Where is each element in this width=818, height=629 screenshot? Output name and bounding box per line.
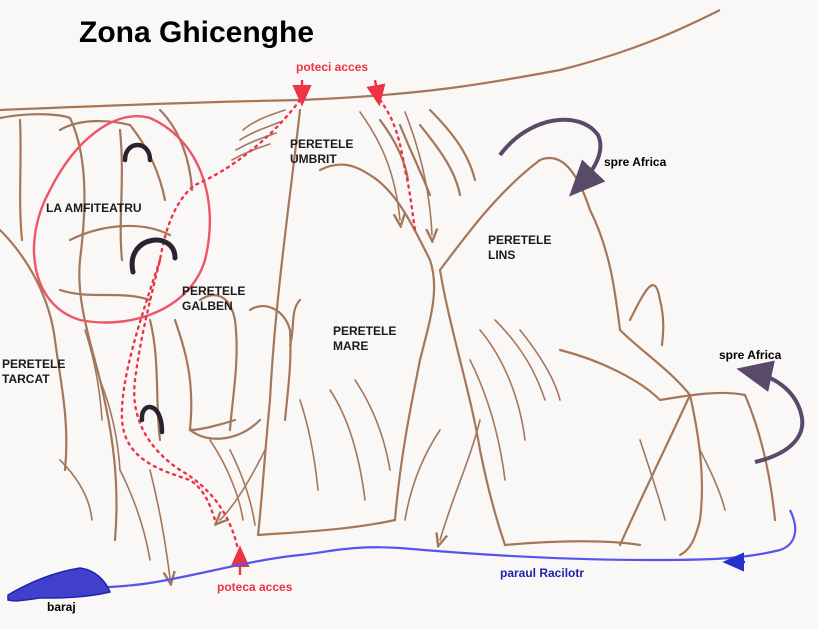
label-peretele-galben: PERETELE GALBEN bbox=[182, 284, 246, 313]
amfiteatru-highlight bbox=[32, 115, 212, 324]
label-paraul: paraul Racilotr bbox=[500, 566, 585, 580]
stream-line bbox=[19, 509, 797, 594]
label-peretele-lins: PERETELE LINS bbox=[488, 233, 552, 262]
climbing-anchor-icon bbox=[139, 404, 165, 435]
label-poteci-acces: poteci acces bbox=[296, 60, 369, 74]
access-trails bbox=[120, 98, 417, 552]
label-peretele-mare: PERETELE MARE bbox=[333, 324, 397, 353]
label-spre-africa-top: spre Africa bbox=[604, 155, 667, 169]
rock-hatching bbox=[59, 109, 726, 578]
direction-arrow-right bbox=[736, 360, 805, 464]
access-arrow-2 bbox=[366, 79, 386, 107]
dam-mark bbox=[7, 567, 112, 602]
rock-outlines bbox=[0, 108, 777, 557]
climbing-anchor-icon bbox=[122, 142, 153, 163]
label-peretele-umbrit: PERETELE UMBRIT bbox=[290, 137, 354, 166]
direction-arrow-top bbox=[498, 117, 606, 197]
label-spre-africa-right: spre Africa bbox=[719, 348, 782, 362]
label-peretele-tarcat: PERETELE TARCAT bbox=[2, 357, 66, 386]
ridge-line bbox=[0, 9, 721, 112]
label-baraj: baraj bbox=[47, 600, 76, 614]
climbing-anchor-icon bbox=[129, 237, 178, 275]
label-poteca-acces: poteca acces bbox=[217, 580, 293, 594]
map-title: Zona Ghicenghe bbox=[79, 16, 315, 49]
label-la-amfiteatru: LA AMFITEATRU bbox=[46, 201, 142, 215]
